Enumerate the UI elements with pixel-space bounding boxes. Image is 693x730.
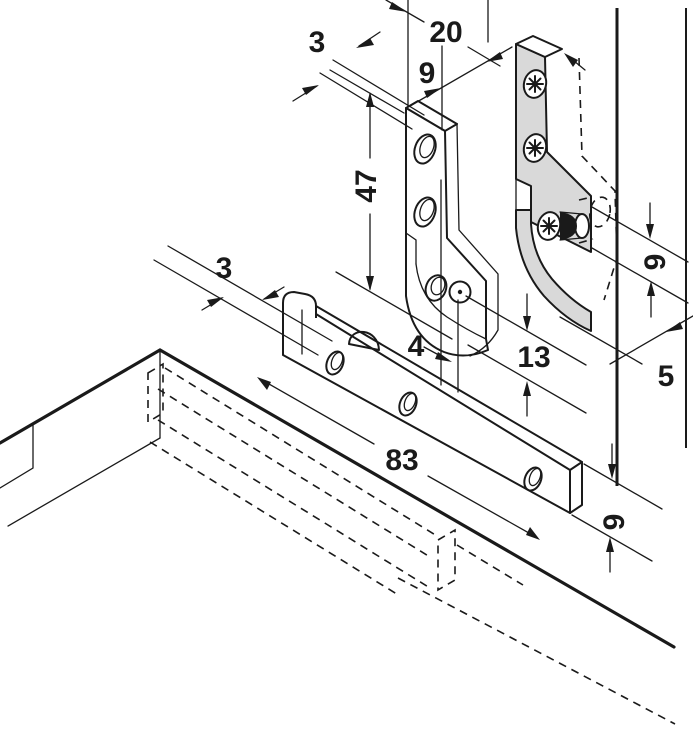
dim-label-plate-width: 9 xyxy=(419,57,436,90)
dimension-gap-top: 3 xyxy=(292,26,425,130)
pozidriv-screw-icon xyxy=(536,211,562,241)
pin-end-cap xyxy=(574,213,590,239)
dimension-pin-offset: 4 xyxy=(408,330,452,363)
wood-panel xyxy=(0,348,676,725)
screw-hole-countersink xyxy=(528,467,542,487)
dim-label-hole-spacing: 47 xyxy=(350,169,383,202)
door-plate-hidden-edges xyxy=(578,57,618,301)
hidden-edge-3 xyxy=(157,419,431,589)
pivot-hole-center xyxy=(457,289,463,295)
pivot-hole xyxy=(448,280,472,304)
hidden-bottom-edge xyxy=(397,577,676,725)
screw-hole xyxy=(413,133,437,165)
frame-plate xyxy=(405,100,499,357)
pin-top-edge xyxy=(559,211,583,215)
pin-shadow xyxy=(560,212,577,240)
rail-screw-holes xyxy=(325,350,543,492)
door-edge-lines xyxy=(615,8,687,486)
door-plate xyxy=(515,35,618,332)
pin-bottom-edge xyxy=(559,237,583,241)
hidden-edge-5 xyxy=(456,544,524,586)
rail-rear-top-edge xyxy=(315,305,583,463)
dim-label-pin-offset: 4 xyxy=(408,330,425,363)
dimension-rail-height: 9 xyxy=(571,443,663,573)
screw-hole-countersink xyxy=(330,351,344,371)
rear-edge-arrow xyxy=(564,53,586,71)
pozidriv-screw-icon xyxy=(522,133,548,163)
frame-plate-holes xyxy=(413,133,472,304)
frame-plate-face xyxy=(405,107,489,357)
hidden-slot-left xyxy=(147,362,164,424)
hidden-edge-1 xyxy=(164,367,438,537)
hidden-pin-sleeve xyxy=(588,196,612,228)
hidden-slot-right xyxy=(437,528,456,592)
dimension-reveal: 5 xyxy=(559,315,693,393)
dimension-pivot-height: 13 xyxy=(465,293,587,417)
screw-hole xyxy=(398,391,418,417)
hidden-pin-lines xyxy=(578,196,594,244)
pozidriv-screw-icon xyxy=(522,69,548,99)
dim-label-gap-left: 3 xyxy=(216,252,233,285)
rail-front-top-edge xyxy=(315,313,571,471)
rail-hook xyxy=(282,291,317,355)
hidden-edge-2 xyxy=(157,388,431,558)
frame-plate-thickness-edges xyxy=(444,122,499,357)
dimension-edge-distance: 9 xyxy=(591,202,689,318)
hidden-edge-4 xyxy=(149,441,401,597)
dim-label-pivot-height: 13 xyxy=(517,341,550,374)
rail-bottom-edge xyxy=(282,354,571,514)
screw-hole xyxy=(413,196,437,228)
panel-left-end-edge xyxy=(0,423,34,489)
screw-hole-countersink xyxy=(403,392,417,412)
screw-hole-countersink xyxy=(419,198,435,222)
panel-bottom-left-edge xyxy=(7,437,161,527)
dimension-gap-left: 3 xyxy=(153,245,333,356)
door-plate-foot xyxy=(515,209,592,332)
frame-plate-slit xyxy=(405,232,417,265)
hinge-pin xyxy=(348,330,380,351)
dimension-hole-spacing: 47 xyxy=(329,69,453,340)
dim-label-rail-length: 83 xyxy=(385,444,418,477)
frame-plate-inner-curve xyxy=(415,263,487,340)
dimension-plate-width: 9 xyxy=(409,46,513,107)
dim-label-gap-top: 3 xyxy=(309,26,326,59)
door-plate-top-face xyxy=(515,35,563,58)
dim-label-edge-distance: 9 xyxy=(639,254,672,271)
rail-end-face xyxy=(569,461,583,514)
dim-label-reveal: 5 xyxy=(658,360,675,393)
dimension-rail-length: 83 xyxy=(257,377,540,540)
dim-label-rail-height: 9 xyxy=(598,514,631,531)
dim-label-top-offset: 20 xyxy=(429,16,462,49)
screw-hole-countersink xyxy=(419,135,435,159)
screw-hole xyxy=(325,350,345,376)
dimension-top-offset: 20 xyxy=(385,0,503,67)
